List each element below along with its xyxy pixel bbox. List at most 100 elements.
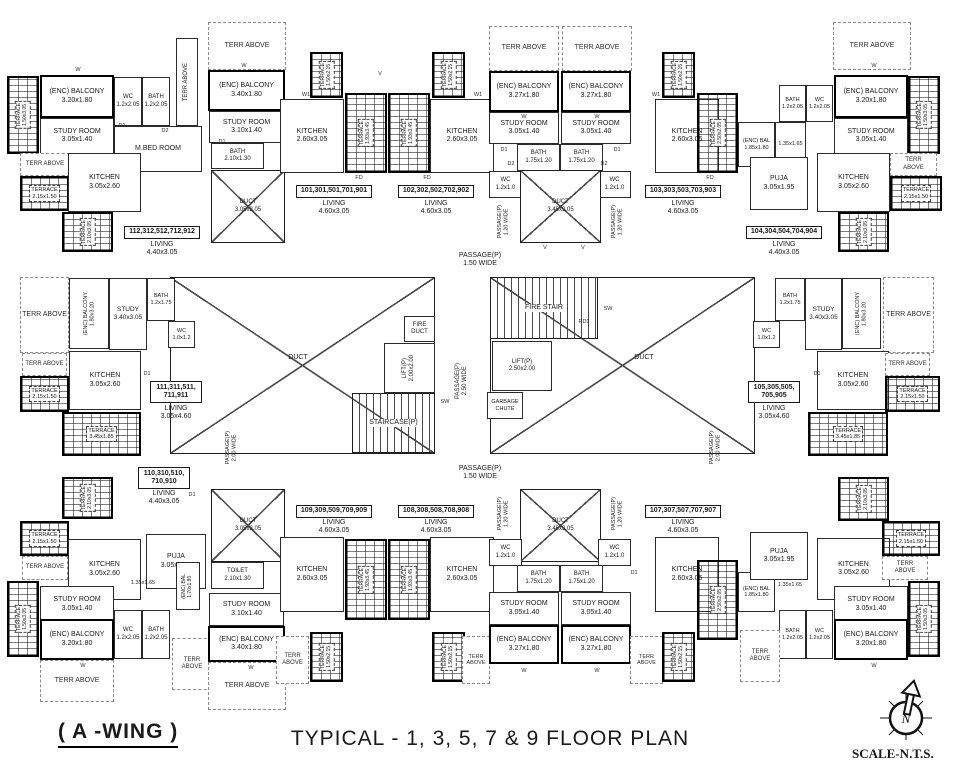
terr-above-label: TERR ABOVE xyxy=(574,44,620,52)
sw-tag: SW xyxy=(600,305,616,313)
window-tag-label: W xyxy=(521,667,527,674)
kitchen: KITCHEN 2.60x3.05 xyxy=(280,537,344,612)
fire-duct: FIRE DUCT xyxy=(404,316,435,342)
terrace-corner-bl-label: TERRACE 1.50x3.05 xyxy=(15,605,31,633)
door-tag: D1 xyxy=(115,122,129,130)
study-room: STUDY ROOM 3.05x1.40 xyxy=(561,112,631,144)
door-tag-label: D1 xyxy=(143,370,151,377)
door-tag: D1 xyxy=(140,370,154,378)
terr-above: TERR ABOVE xyxy=(20,277,69,353)
passage-label: PASSAGE(P) 1.20 WIDE xyxy=(610,497,623,531)
enc-balcony-label: (ENC) BALCONY 3.27x1.80 xyxy=(496,636,552,652)
puja: PUJA 3.05x1.95 xyxy=(750,532,808,580)
enc-balcony-label: (ENC) BALCONY 3.40x1.80 xyxy=(219,82,274,98)
bal-dim-label: 1.35x1.65 xyxy=(777,581,803,588)
terrace: TERRACE 2.10x3.05 xyxy=(62,477,113,519)
window-tag: W xyxy=(866,662,882,670)
study: STUDY 3.40x3.05 xyxy=(805,278,842,350)
living-110-label: LIVING 4.40x3.05 xyxy=(148,489,180,505)
toilet: TOILET 2.10x1.30 xyxy=(211,562,264,589)
terrace-label: TERRACE 2.15x1.50 xyxy=(900,185,932,202)
living-107-label: LIVING 4.60x3.05 xyxy=(667,518,699,534)
living-104: LIVING 4.40x3.05 xyxy=(746,241,822,257)
bath: BATH 2.10x1.30 xyxy=(211,143,264,169)
bath: BATH 1.2x2.05 xyxy=(142,610,170,659)
passage-label: PASSAGE(P) 2.00 WIDE xyxy=(224,431,237,465)
kitchen: KITCHEN 2.60x3.05 xyxy=(280,99,344,173)
terr-above: TERR ABOVE xyxy=(489,26,559,71)
terrace-label: TERRACE 1.93x3.45 xyxy=(401,565,417,594)
terrace-corner-bl: TERRACE 1.50x3.05 xyxy=(7,581,39,657)
terrace-label: TERRACE 2.15x1.50 xyxy=(29,385,60,403)
unit-111-label: 111,311,511, 711,911 xyxy=(156,383,196,399)
terrace-corner-br: TERRACE 1.50x3.05 xyxy=(908,581,940,657)
enc-balcony: (ENC) BALCONY 3.40x1.80 xyxy=(208,70,285,111)
study-room-label: STUDY ROOM 3.05x1.40 xyxy=(572,600,620,616)
passage: PASSAGE(P) 1.20 WIDE xyxy=(491,489,515,539)
living-108-label: LIVING 4.60x3.05 xyxy=(420,518,452,534)
duct-core-left-label: DUCT xyxy=(268,352,328,364)
bath: BATH 1.75x1.20 xyxy=(560,565,603,592)
fd-tag: FD xyxy=(420,174,434,182)
study-room: STUDY ROOM 3.05x1.40 xyxy=(40,586,114,623)
terrace-label: TERRACE 3.45x1.85 xyxy=(86,425,117,443)
bath: BATH 1.75x1.20 xyxy=(517,144,560,171)
living-109-label: LIVING 4.60x3.05 xyxy=(318,518,350,534)
bath-label: BATH 1.75x1.20 xyxy=(568,150,595,164)
window-tag: W xyxy=(866,62,882,70)
bath-label: BATH 1.2x2.05 xyxy=(144,627,168,641)
terrace-label: TERRACE 1.50x2.15 xyxy=(318,61,335,89)
bath-label: BATH 1.2x2.05 xyxy=(781,97,804,110)
terrace-label: TERRACE 2.15x1.50 xyxy=(897,385,928,403)
door-tag-label: D1 xyxy=(218,138,226,145)
wc-label: WC 1.2x1.0 xyxy=(495,545,516,559)
terr-above: TERR ABOVE xyxy=(740,630,780,682)
unit-112: 112,312,512,712,912 xyxy=(124,226,200,239)
sw-tag-label: SW xyxy=(440,398,450,405)
study-room: STUDY ROOM 3.05x1.40 xyxy=(834,586,908,623)
duct-center-bottom: DUCT 3.45x3.05 xyxy=(520,489,601,562)
living-103: LIVING 4.60x3.05 xyxy=(645,200,721,216)
wc: WC 1.2x1.0 xyxy=(489,171,522,198)
bath: BATH 1.75x1.20 xyxy=(560,144,603,171)
enc-balcony: (ENC) BALCONY 3.40x1.80 xyxy=(208,626,285,662)
kitchen: KITCHEN 3.05x2.60 xyxy=(68,153,141,212)
passage: PASSAGE(P) 2.00 WIDE xyxy=(218,416,244,480)
study-room-label: STUDY ROOM 3.05x1.40 xyxy=(500,119,548,135)
duct-center-bottom-label: DUCT 3.45x3.05 xyxy=(547,518,574,532)
door-tag: D1 xyxy=(627,569,641,577)
wc: WC 1.0x1.2 xyxy=(168,321,195,348)
bath-label: BATH 1.2x2.05 xyxy=(144,94,168,108)
study-label: STUDY 3.40x3.05 xyxy=(113,306,143,321)
window-tag: W xyxy=(516,667,532,675)
terrace: TERRACE 1.50x2.15 xyxy=(432,52,465,98)
window-tag-label: W xyxy=(75,66,81,73)
bal-dim-label: 1.35x1.65 xyxy=(130,579,156,586)
terr-above: TERR ABOVE xyxy=(172,638,212,690)
bal-dim: 1.35x1.65 xyxy=(118,578,168,588)
lift-right-label: LIFT(P) 2.50x2.00 xyxy=(508,358,536,372)
terr-above-label: TERR ABOVE xyxy=(22,310,67,318)
terr-above-label: TERR ABOVE xyxy=(181,656,203,670)
terr-above-label: TERR ABOVE xyxy=(224,681,270,689)
wc-label: WC 1.0x1.2 xyxy=(757,328,776,341)
fd-tag-label: FD xyxy=(423,174,431,181)
fire-stair: FIRE STAIR xyxy=(490,277,598,339)
bath-label: BATH 1.2x1.75 xyxy=(150,293,172,306)
terrace-corner-tr: TERRACE 1.50x3.05 xyxy=(908,76,940,154)
fd-tag-label: FD xyxy=(355,174,363,181)
enc-balcony-label: (ENC) BALCONY 1.80x3.20 xyxy=(855,291,868,336)
wc: WC 1.2x1.0 xyxy=(489,539,522,566)
unit-103-label: 103,303,503,703,903 xyxy=(649,187,717,195)
window-tag-label: W xyxy=(241,62,247,69)
wc-label: WC 1.2x1.0 xyxy=(495,177,516,191)
unit-105-label: 105,305,505, 705,905 xyxy=(753,383,795,399)
master-bedroom-label: M.BED ROOM xyxy=(135,144,181,152)
living-112: LIVING 4.40x3.05 xyxy=(124,241,200,257)
kitchen: KITCHEN 3.05x2.60 xyxy=(817,153,890,212)
door-tag: RD1 xyxy=(575,318,593,326)
passage-top: PASSAGE(P) 1.50 WIDE xyxy=(425,250,535,270)
living-105-label: LIVING 3.05x4.60 xyxy=(758,404,790,420)
terrace: TERRACE 1.93x3.45 xyxy=(388,93,430,173)
door-tag-label: D1 xyxy=(500,146,508,153)
